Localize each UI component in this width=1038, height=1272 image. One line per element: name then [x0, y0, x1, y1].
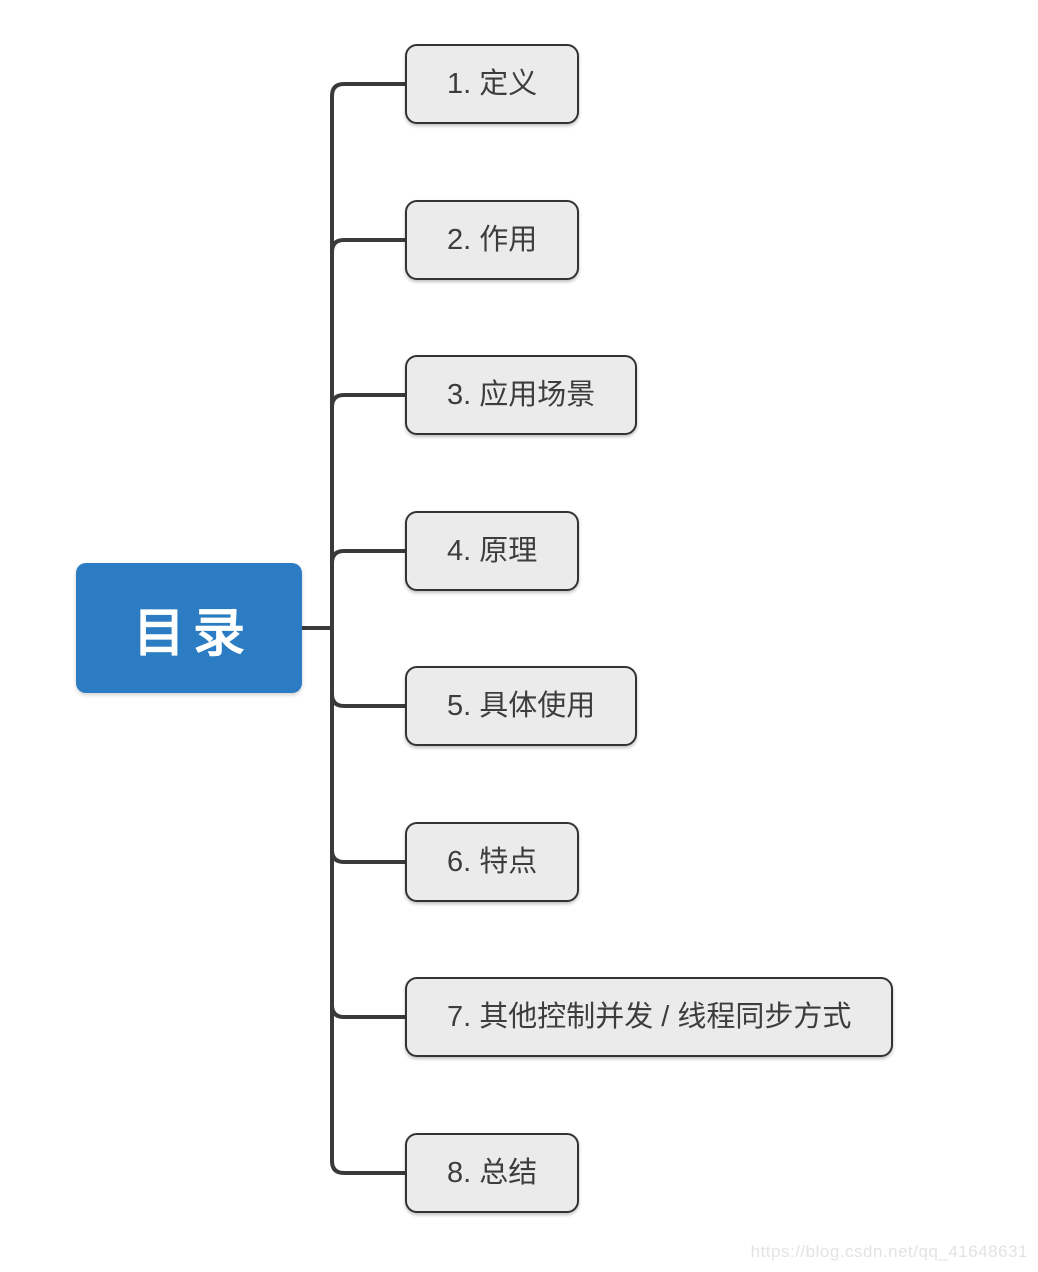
mindmap-node-definition: 1. 定义: [405, 44, 580, 124]
mindmap-node-other-sync-methods: 7. 其他控制并发 / 线程同步方式: [405, 977, 894, 1057]
mindmap-node-purpose: 2. 作用: [405, 200, 580, 280]
connector-branch-2: [330, 238, 405, 253]
mindmap-node-usage: 5. 具体使用: [405, 666, 638, 746]
mindmap-node-principle: 4. 原理: [405, 511, 580, 591]
connector-branch-7: [330, 1004, 405, 1019]
connector-branch-4: [330, 549, 405, 564]
connector-branch-6: [330, 849, 405, 864]
mindmap-root-node: 目录: [76, 563, 302, 693]
mindmap-node-features: 6. 特点: [405, 822, 580, 902]
connector-branch-3: [330, 393, 405, 408]
mindmap-node-summary: 8. 总结: [405, 1133, 580, 1213]
watermark-text: https://blog.csdn.net/qq_41648631: [750, 1242, 1028, 1261]
mindmap-node-use-cases: 3. 应用场景: [405, 355, 638, 435]
connector-branch-5: [330, 693, 405, 708]
connector-trunk: [330, 82, 405, 1175]
